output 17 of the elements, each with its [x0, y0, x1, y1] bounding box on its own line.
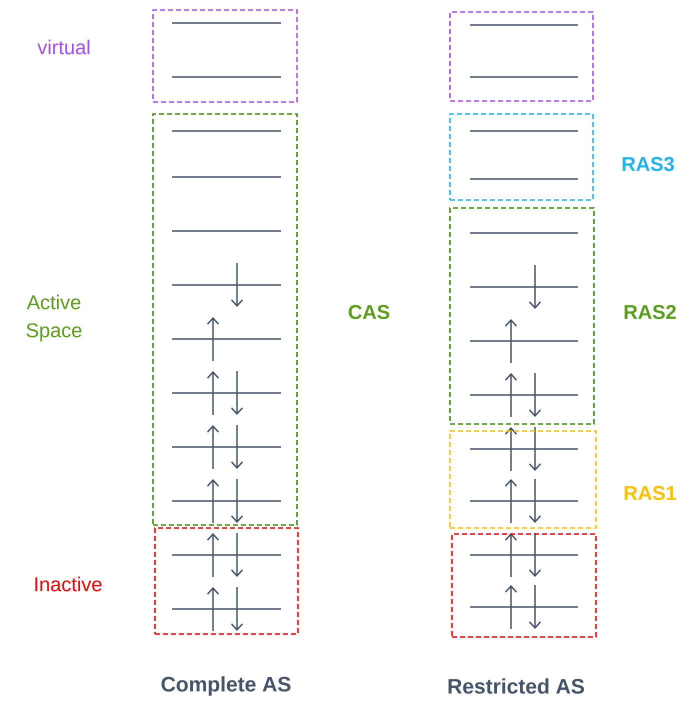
dashed-box	[451, 533, 597, 638]
box-label: CAS	[348, 304, 390, 320]
dashed-box	[449, 430, 597, 529]
dashed-box	[152, 113, 298, 526]
box-label: Active Space	[26, 294, 82, 342]
dashed-box	[152, 9, 298, 103]
box-label: RAS2	[624, 304, 676, 320]
dashed-box	[449, 207, 595, 425]
dashed-box	[154, 527, 299, 635]
box-label: RAS1	[624, 486, 676, 500]
dashed-box	[449, 11, 594, 102]
column-title: Complete AS	[162, 676, 290, 696]
box-label: virtual	[37, 40, 90, 54]
box-label: RAS3	[622, 156, 674, 172]
column-title: Restricted AS	[448, 678, 584, 694]
box-label: Inactive	[35, 576, 102, 592]
dashed-box	[449, 113, 594, 201]
